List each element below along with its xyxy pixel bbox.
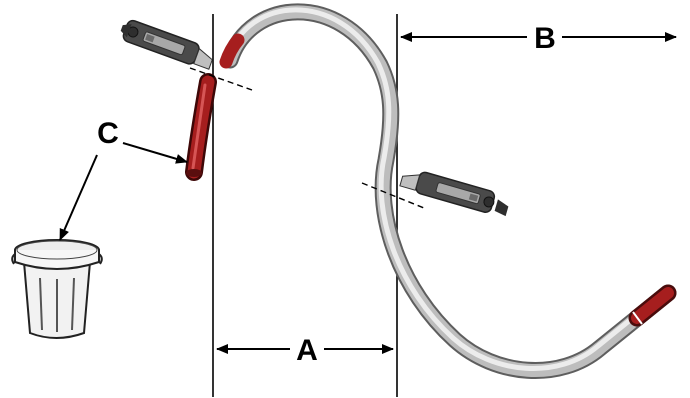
cut-off-tube-piece (186, 82, 208, 177)
tube-end-red-section (633, 293, 668, 324)
tube-cutter-icon (118, 18, 216, 72)
arrow-c-to-piece (123, 143, 187, 162)
tube-cutter-icon (399, 167, 511, 218)
label-a: A (296, 334, 318, 367)
label-c: C (97, 117, 119, 150)
arrow-c-to-trash (60, 155, 97, 240)
label-b: B (534, 22, 556, 55)
trash-can-icon (12, 240, 102, 338)
